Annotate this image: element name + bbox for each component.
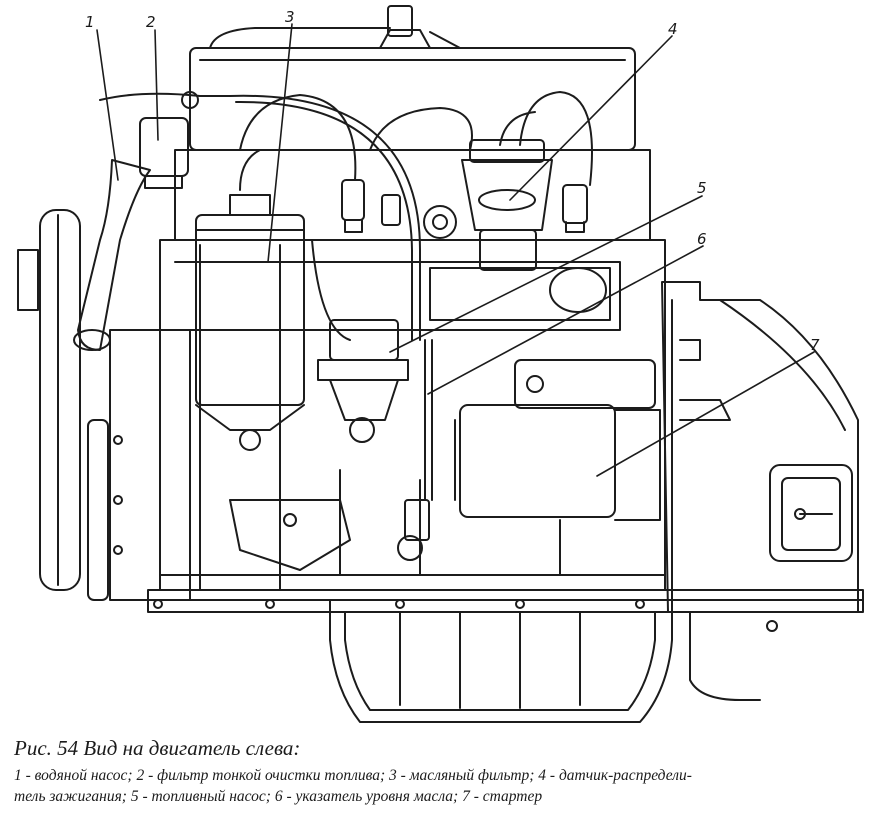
engine-diagram: 1 2 3 4 5 6 7 <box>17 5 864 723</box>
fuel-pump <box>311 239 409 443</box>
water-pump <box>17 159 191 601</box>
callout-3: 3 <box>285 8 295 26</box>
cylinder-head <box>174 5 651 241</box>
distributor <box>423 139 553 271</box>
callout-7: 7 <box>810 336 820 354</box>
figure-caption: Рис. 54 Вид на двигатель слева: 1 - водя… <box>14 735 884 807</box>
caption-title: Рис. 54 Вид на двигатель слева: <box>14 736 301 760</box>
fuel-filter <box>99 91 421 341</box>
caption-legend-line-1: 1 - водяной насос; 2 - фильтр тонкой очи… <box>14 767 692 784</box>
callout-4: 4 <box>668 20 678 38</box>
block-flange <box>147 589 864 632</box>
callout-2: 2 <box>146 13 156 31</box>
callout-1: 1 <box>85 13 95 31</box>
caption-legend-line-2: тель зажигания; 5 - топливный насос; 6 -… <box>14 788 543 805</box>
oil-filter <box>195 149 351 571</box>
callout-5: 5 <box>697 179 707 197</box>
leader-lines <box>96 23 815 477</box>
callout-numbers: 1 2 3 4 5 6 7 <box>85 8 820 354</box>
starter <box>454 267 661 521</box>
oil-dipstick <box>397 339 433 561</box>
oil-pan <box>329 599 673 723</box>
bellhousing <box>661 281 859 701</box>
callout-6: 6 <box>697 230 707 248</box>
